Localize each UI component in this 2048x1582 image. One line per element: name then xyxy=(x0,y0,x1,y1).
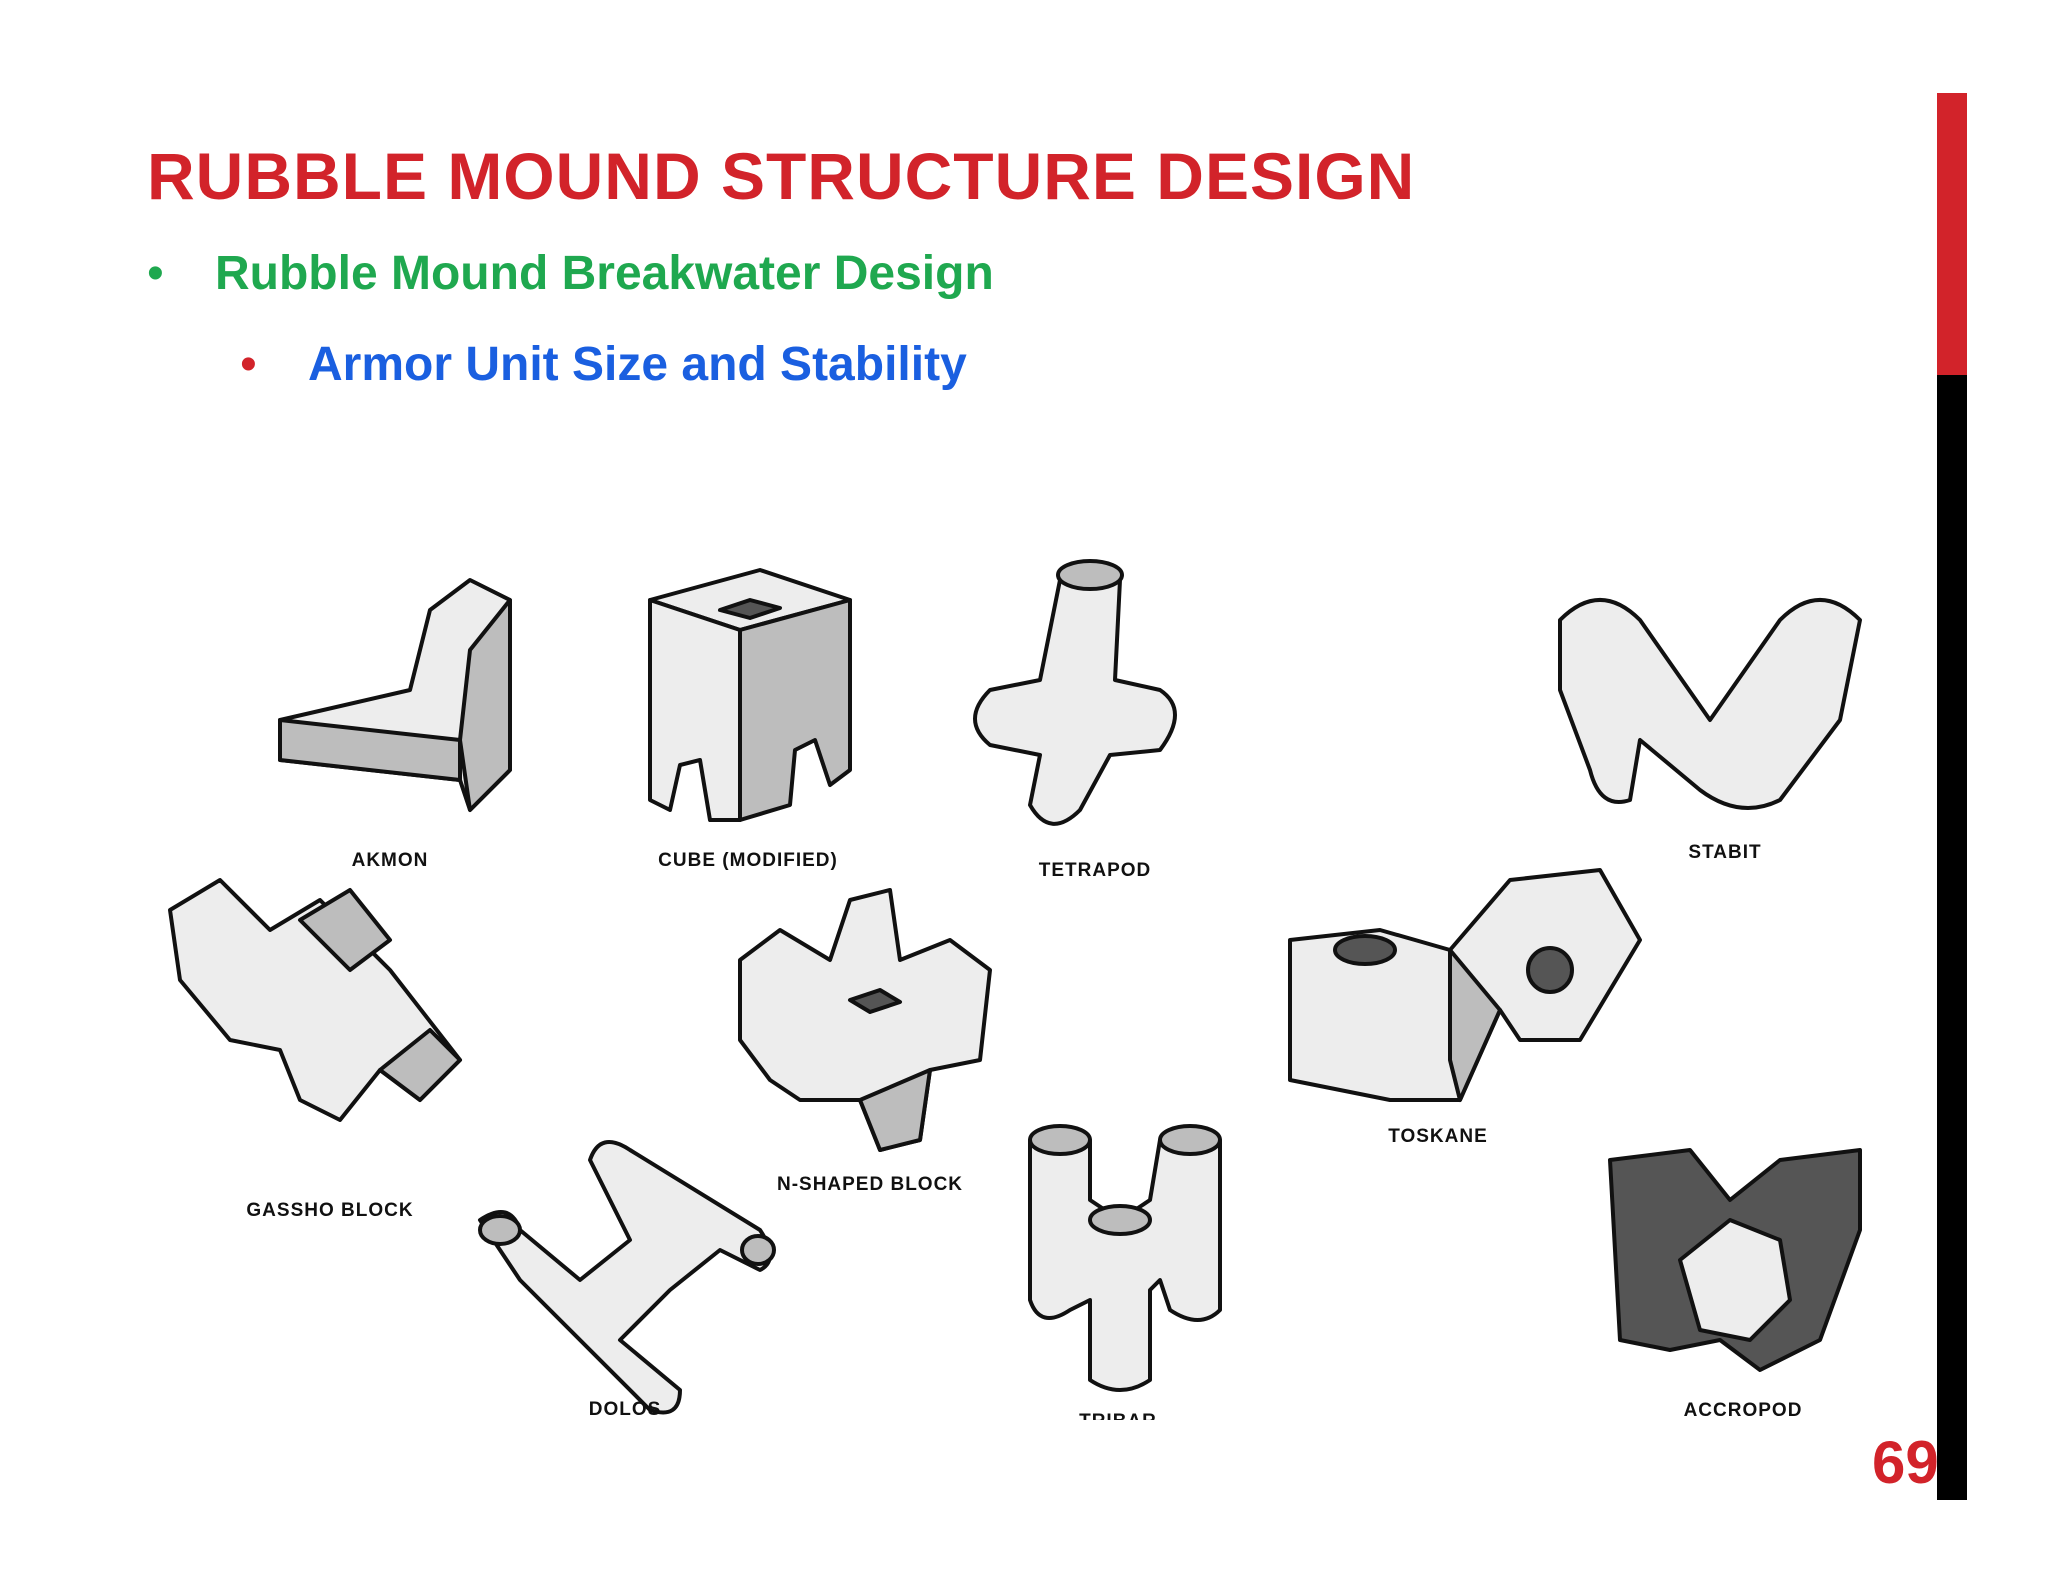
accropod-illustration: ACCROPOD xyxy=(1608,1148,1862,1420)
page-number: 69 xyxy=(1872,1429,1939,1496)
gassho-block-illustration: GASSHO BLOCK xyxy=(168,878,462,1221)
unit-label: DOLOS xyxy=(589,1399,662,1420)
armor-units-figure: AKMON CUBE (MODIFIED) TETRAPOD STABIT GA… xyxy=(160,540,1900,1420)
cube-modified-illustration: CUBE (MODIFIED) xyxy=(648,568,852,871)
unit-label: CUBE (MODIFIED) xyxy=(658,850,838,871)
accent-bar-red xyxy=(1937,93,1967,375)
unit-label: ACCROPOD xyxy=(1684,1400,1803,1420)
bullet-marker: • xyxy=(147,247,164,300)
bullet-level2-text: Armor Unit Size and Stability xyxy=(308,338,967,391)
unit-label: AKMON xyxy=(352,850,429,871)
toskane-illustration: TOSKANE xyxy=(1288,868,1642,1147)
dolos-illustration: DOLOS xyxy=(478,1140,776,1420)
bullet-level1: • Rubble Mound Breakwater Design xyxy=(147,246,994,301)
slide-title: RUBBLE MOUND STRUCTURE DESIGN xyxy=(147,139,1416,213)
unit-label: STABIT xyxy=(1688,842,1761,863)
unit-label: TRIBAR xyxy=(1079,1411,1157,1420)
tetrapod-illustration: TETRAPOD xyxy=(973,559,1177,881)
unit-label: TETRAPOD xyxy=(1039,860,1152,881)
armor-units-drawing: AKMON CUBE (MODIFIED) TETRAPOD STABIT GA… xyxy=(168,559,1862,1420)
unit-label: N-SHAPED BLOCK xyxy=(777,1174,963,1195)
akmon-illustration: AKMON xyxy=(278,578,512,871)
accent-bar-black xyxy=(1937,375,1967,1500)
stabit-illustration: STABIT xyxy=(1558,598,1862,863)
unit-label: GASSHO BLOCK xyxy=(246,1200,413,1221)
tribar-illustration: TRIBAR xyxy=(1028,1124,1222,1420)
bullet-marker: • xyxy=(240,338,257,391)
bullet-level2: • Armor Unit Size and Stability xyxy=(240,337,967,392)
bullet-level1-text: Rubble Mound Breakwater Design xyxy=(215,247,994,300)
unit-label: TOSKANE xyxy=(1388,1126,1488,1147)
n-shaped-block-illustration: N-SHAPED BLOCK xyxy=(738,888,992,1195)
